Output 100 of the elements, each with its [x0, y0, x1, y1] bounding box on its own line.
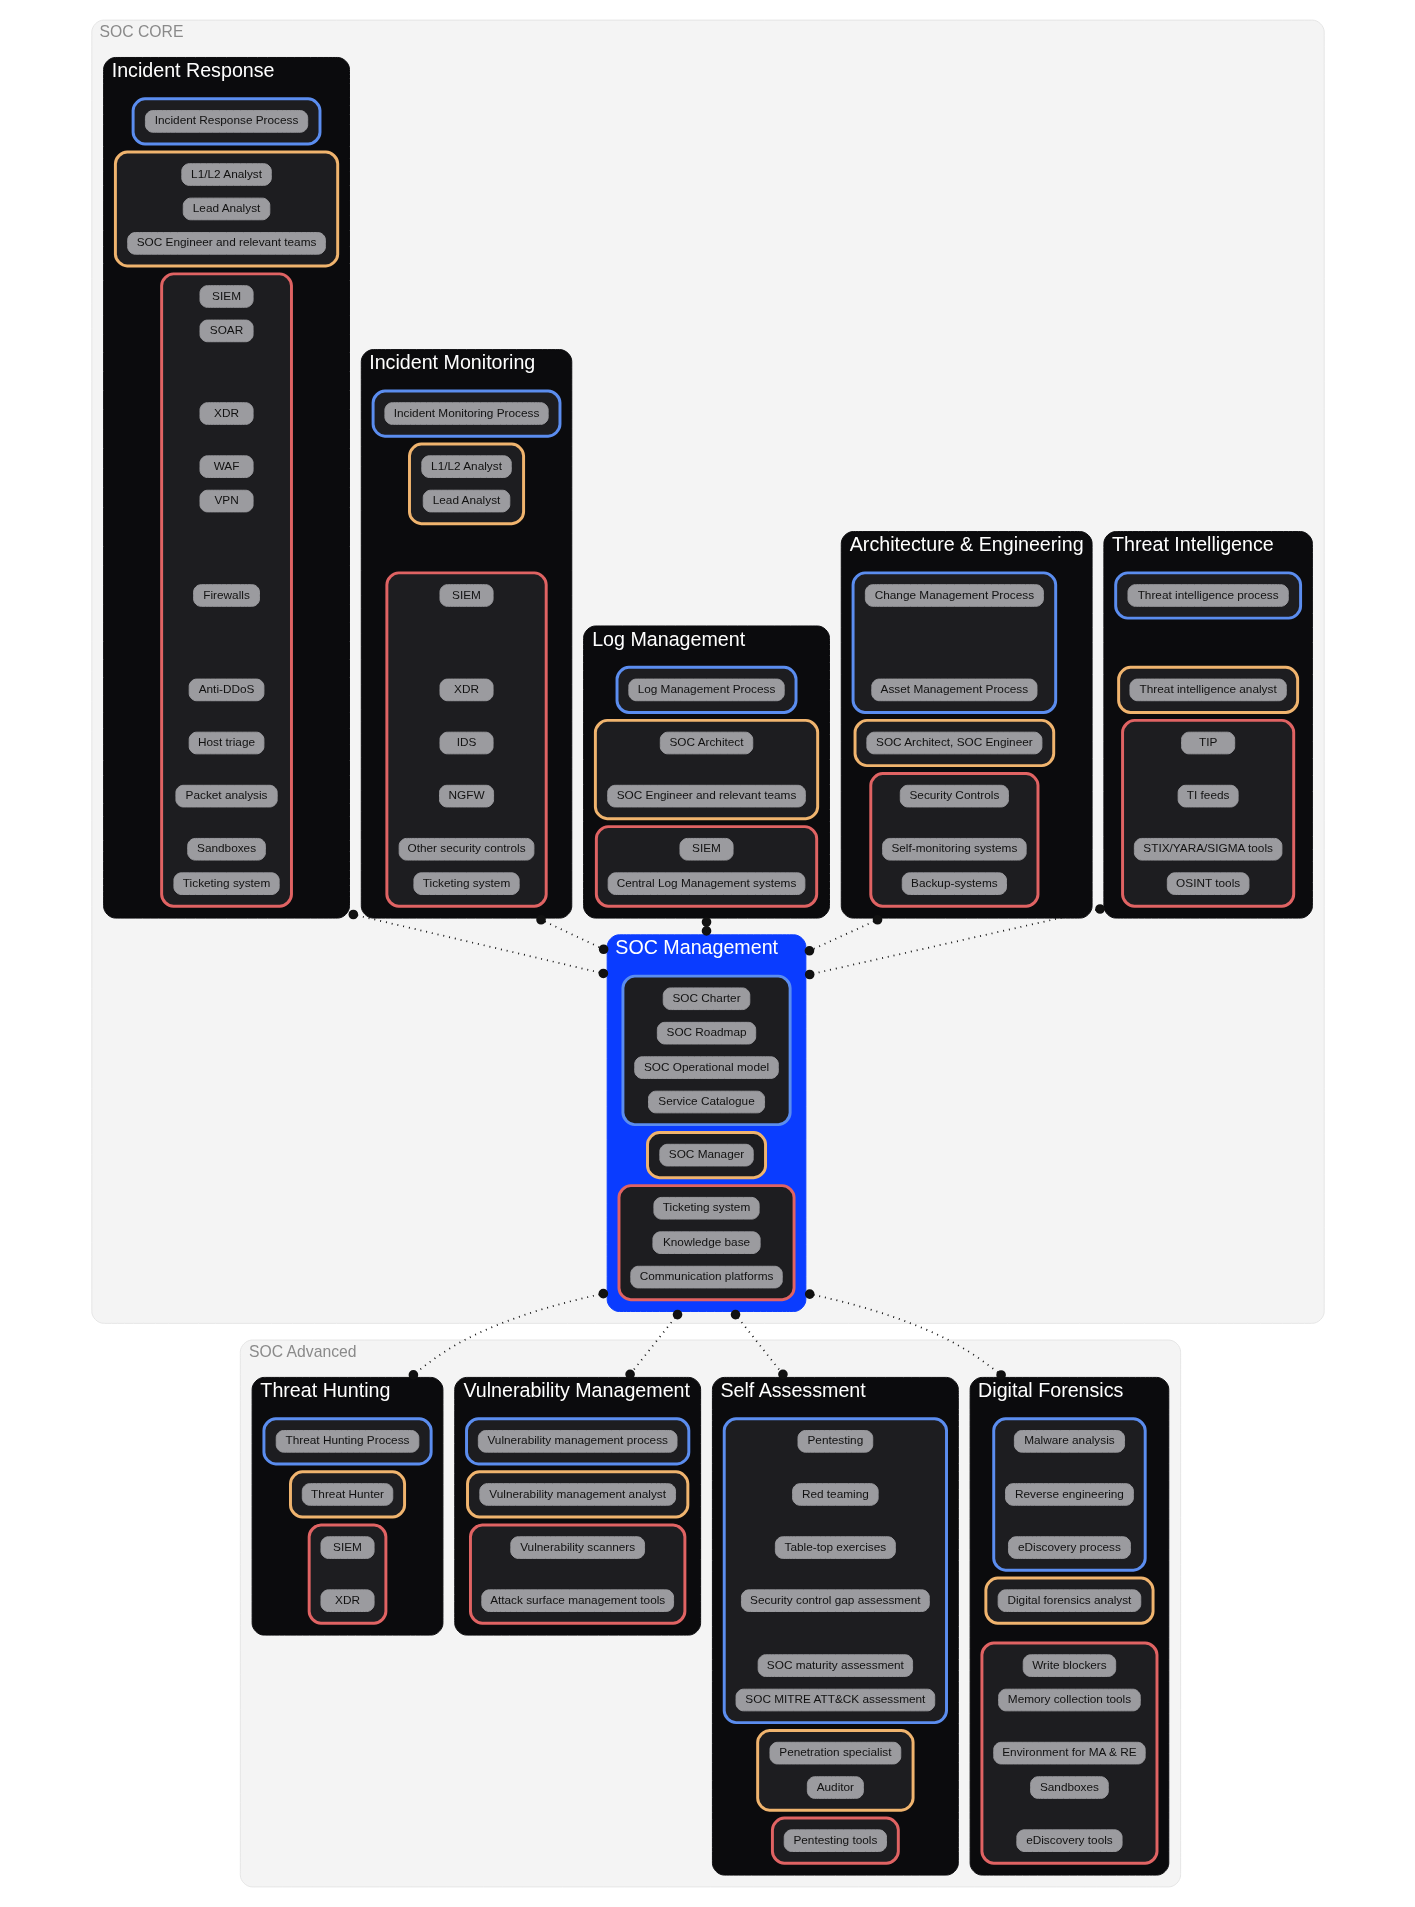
connector	[348, 909, 608, 979]
connector	[730, 1309, 788, 1380]
node-box: TIP	[1180, 731, 1235, 755]
node-box: Reverse engineering	[1004, 1483, 1134, 1506]
node-box: Attack surface management tools	[480, 1589, 674, 1612]
connector	[408, 1288, 608, 1380]
node-box: Vulnerability management analyst	[478, 1483, 676, 1506]
node-box: Pentesting	[797, 1430, 873, 1453]
node-box: Auditor	[806, 1776, 864, 1799]
node-box: Memory collection tools	[997, 1688, 1141, 1712]
node-box: Pentesting tools	[783, 1829, 887, 1852]
cluster	[261, 1417, 433, 1466]
node-box: SIEM	[320, 1536, 375, 1559]
node-box: Penetration specialist	[768, 1741, 901, 1765]
cluster	[131, 97, 321, 146]
node-box: Lead Analyst	[182, 197, 270, 221]
node-box: VPN	[199, 489, 254, 513]
node-box: WAF	[199, 455, 254, 478]
cluster	[991, 1417, 1147, 1572]
node-box: SOC Engineer and relevant teams	[126, 232, 326, 255]
node-box: Red teaming	[791, 1483, 879, 1506]
node-box: SOC Operational model	[633, 1056, 779, 1079]
cluster	[722, 1417, 948, 1725]
node-box: Threat intelligence process	[1127, 584, 1289, 607]
connector	[804, 914, 882, 956]
cluster	[594, 825, 818, 908]
cluster	[617, 1184, 796, 1302]
node-box: NGFW	[438, 784, 494, 808]
node-box: Backup-systems	[901, 872, 1007, 895]
cluster	[113, 150, 339, 268]
node-box: Log Management Process	[627, 678, 785, 702]
cluster	[593, 718, 819, 821]
connector	[804, 1289, 1006, 1380]
cluster	[407, 442, 525, 526]
node-box: SOC Engineer and relevant teams	[606, 784, 806, 808]
node-box: Threat Hunting Process	[275, 1430, 419, 1453]
node-box: SOC Manager	[658, 1143, 754, 1167]
cluster	[159, 272, 293, 908]
node-box: SIEM	[439, 584, 494, 607]
node-box: XDR	[320, 1589, 375, 1612]
node-box: eDiscovery process	[1007, 1536, 1131, 1559]
cluster	[851, 571, 1057, 714]
node-box: XDR	[439, 678, 494, 702]
node-box: SIEM	[679, 837, 734, 861]
cluster	[465, 1470, 689, 1519]
node-box: IDS	[439, 731, 494, 755]
cluster	[853, 718, 1055, 768]
node-box: STIX/YARA/SIGMA tools	[1133, 837, 1282, 861]
cluster	[615, 665, 797, 714]
node-box: L1/L2 Analyst	[420, 455, 512, 478]
node-box: Anti-DDoS	[188, 678, 264, 702]
node-box: Sandboxes	[186, 837, 266, 861]
node-box: TI feeds	[1177, 784, 1239, 808]
node-box: Sandboxes	[1029, 1776, 1109, 1799]
connector	[624, 1309, 682, 1380]
cluster	[384, 571, 548, 908]
node-box: Table-top exercises	[774, 1536, 896, 1559]
node-box: OSINT tools	[1166, 872, 1249, 895]
node-box: SOC Architect	[659, 731, 753, 755]
node-box: SOC Roadmap	[656, 1021, 756, 1045]
node-box: Central Log Management systems	[607, 872, 805, 895]
node-box: Service Catalogue	[647, 1090, 765, 1114]
cluster	[1113, 571, 1302, 620]
cluster	[755, 1729, 915, 1812]
cluster	[645, 1131, 767, 1180]
cluster	[288, 1470, 406, 1519]
node-box: Vulnerability scanners	[509, 1536, 645, 1559]
node-box: Ticketing system	[652, 1196, 760, 1220]
node-box: Incident Response Process	[144, 110, 308, 133]
node-box: Security Controls	[899, 784, 1009, 808]
cluster	[868, 772, 1039, 908]
cluster	[979, 1641, 1158, 1865]
cluster	[371, 389, 561, 438]
node-box: eDiscovery tools	[1015, 1829, 1123, 1852]
cluster	[468, 1523, 686, 1625]
node-box: Knowledge base	[651, 1231, 761, 1254]
node-box: SOC maturity assessment	[757, 1654, 913, 1677]
cluster	[464, 1417, 690, 1466]
node-box: Host triage	[188, 731, 264, 755]
node-box: SOC Architect, SOC Engineer	[865, 731, 1042, 755]
node-box: Environment for MA & RE	[992, 1741, 1146, 1765]
node-box: Vulnerability management process	[477, 1430, 677, 1453]
node-box: Change Management Process	[864, 584, 1044, 607]
cluster	[620, 974, 792, 1127]
node-box: Lead Analyst	[422, 489, 510, 513]
node-box: Security control gap assessment	[740, 1589, 930, 1612]
node-box: Write blockers	[1022, 1654, 1116, 1677]
node-box: Incident Monitoring Process	[383, 402, 549, 425]
node-box: Digital forensics analyst	[997, 1589, 1141, 1612]
node-box: XDR	[199, 402, 254, 425]
node-box: Threat Hunter	[301, 1483, 393, 1506]
node-box: Communication platforms	[629, 1265, 783, 1289]
node-box: SOAR	[199, 319, 254, 343]
cluster	[983, 1576, 1155, 1625]
node-box: Other security controls	[398, 837, 534, 861]
connector	[701, 917, 711, 936]
node-box: SOC Charter	[662, 987, 750, 1011]
cluster	[1116, 665, 1299, 714]
connector	[535, 914, 608, 955]
connector	[804, 904, 1105, 980]
